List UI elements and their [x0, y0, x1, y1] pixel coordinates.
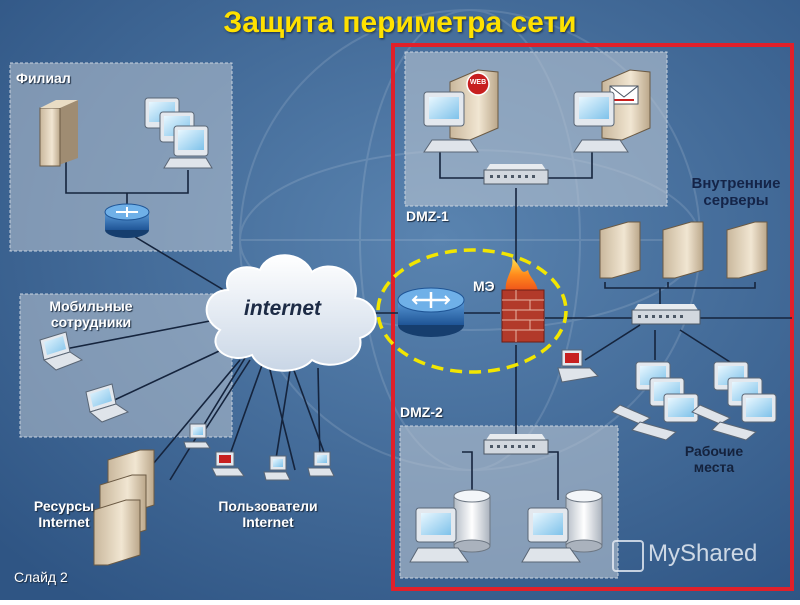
internal-switch-icon — [631, 304, 701, 325]
mobile-label: Мобильные сотрудники — [26, 298, 156, 330]
resources-label-line1: Ресурсы — [33, 498, 95, 514]
web-server-icon — [423, 69, 499, 153]
mobile-label-line1: Мобильные — [49, 298, 133, 314]
internal-servers-label: Внутренние серверы — [674, 175, 798, 209]
watermark-logo-icon — [612, 540, 644, 572]
admin-laptop-icon — [557, 349, 600, 383]
dmz1-label: DMZ-1 — [406, 208, 449, 224]
mobile-label-line2: сотрудники — [50, 314, 132, 330]
branch-label: Филиал — [16, 70, 71, 86]
db-server-2-icon — [521, 489, 603, 563]
firewall-label: МЭ — [473, 278, 495, 294]
workstations-label-line2: места — [693, 459, 735, 475]
workstations-label: Рабочие места — [664, 443, 764, 475]
db-server-1-icon — [409, 489, 491, 563]
branch-server-icon — [39, 100, 78, 167]
internet-cloud — [205, 254, 377, 372]
mobile-laptop-2-icon — [85, 383, 130, 423]
mail-server-icon — [573, 69, 651, 153]
web-badge: WEB — [469, 79, 487, 86]
branch-workstations-icon — [144, 97, 213, 169]
internal-server-icon — [599, 221, 768, 279]
firewall-icon — [501, 258, 545, 343]
internet-label: internet — [244, 297, 322, 320]
slide-number: Слайд 2 — [14, 569, 68, 585]
slide-title: Защита периметра сети — [223, 6, 577, 39]
users-label-line1: Пользователи — [218, 498, 318, 514]
watermark-text: MyShared — [648, 540, 758, 567]
firewall-ring — [376, 248, 568, 374]
users-label: Пользователи Internet — [200, 498, 336, 530]
internal-servers-label-line1: Внутренние — [691, 175, 781, 192]
resources-server-icon — [93, 449, 155, 566]
mobile-laptop-1-icon — [39, 331, 84, 371]
resources-label-line2: Internet — [38, 514, 90, 530]
users-label-line2: Internet — [242, 514, 294, 530]
internal-workstations-icon — [611, 361, 777, 441]
perimeter-router-icon — [397, 287, 465, 337]
workstations-label-line1: Рабочие — [684, 443, 744, 459]
dmz2-label: DMZ-2 — [400, 404, 443, 420]
resources-label: Ресурсы Internet — [20, 498, 108, 530]
connection-lines — [59, 150, 792, 500]
internal-servers-label-line2: серверы — [703, 192, 769, 209]
perimeter-border — [391, 43, 794, 591]
branch-router-icon — [104, 203, 150, 238]
dmz1-switch-icon — [483, 164, 549, 185]
internet-users-icon — [183, 423, 335, 481]
dmz2-switch-icon — [483, 434, 549, 455]
